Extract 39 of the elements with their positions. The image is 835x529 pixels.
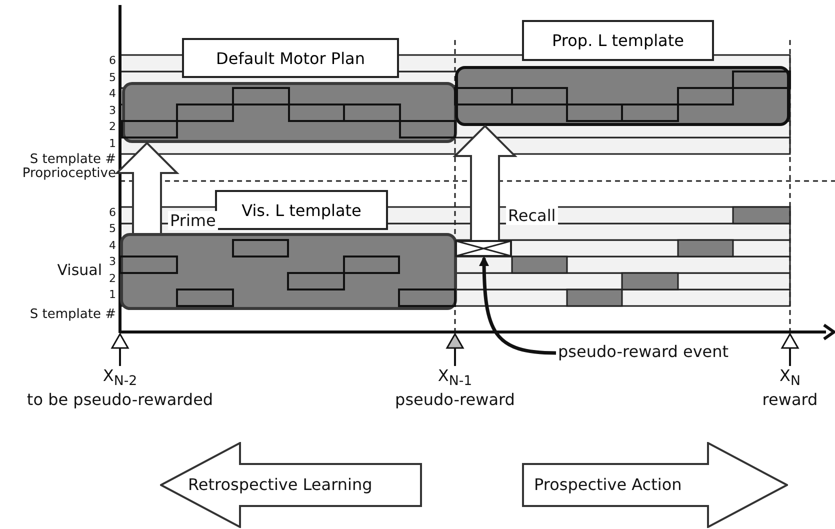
edge-label: Recall xyxy=(506,206,558,225)
time-label: pseudo-reward xyxy=(395,391,515,409)
time-label: X$_{N}$ xyxy=(780,367,800,390)
axis-label: S template # xyxy=(30,308,116,322)
hollow-arrow xyxy=(452,124,518,241)
row-number: 6 xyxy=(109,207,116,220)
row-number: 2 xyxy=(109,273,116,286)
row-number: 4 xyxy=(109,88,116,100)
edge-label: Prime xyxy=(168,211,218,230)
time-label: X$_{N-2}$ xyxy=(102,367,138,390)
template-block xyxy=(122,82,457,143)
block-arrow xyxy=(160,442,422,528)
row-number: 1 xyxy=(109,138,116,150)
arrow-label: Retrospective Learning xyxy=(188,475,372,494)
axis-label: Proprioceptive xyxy=(22,167,116,182)
row-number: 5 xyxy=(109,72,116,84)
arrow-label: Prospective Action xyxy=(534,475,682,494)
template-block xyxy=(455,66,790,126)
row-number: 4 xyxy=(109,240,116,252)
axis-label: Visual xyxy=(57,262,102,278)
time-label: to be pseudo-rewarded xyxy=(26,391,214,409)
row-number: 6 xyxy=(109,55,116,68)
template-block xyxy=(120,233,457,310)
row-number: 3 xyxy=(109,256,116,268)
template-title: Prop. L template xyxy=(522,20,714,61)
leader-line xyxy=(479,256,556,355)
time-label: X$_{N-1}$ xyxy=(438,367,472,390)
row-number: 3 xyxy=(109,105,116,118)
template-title: Default Motor Plan xyxy=(182,38,399,78)
hollow-arrow xyxy=(114,142,180,234)
row-number: 2 xyxy=(109,121,116,134)
row-number: 5 xyxy=(109,223,116,236)
time-label: reward xyxy=(762,391,818,409)
row-number: 1 xyxy=(109,289,116,302)
template-title: Vis. L template xyxy=(215,190,388,230)
block-arrow xyxy=(522,442,788,528)
marked-cell xyxy=(455,240,512,257)
event-label: pseudo-reward event xyxy=(558,342,729,361)
axis-label: S template # xyxy=(30,153,116,167)
